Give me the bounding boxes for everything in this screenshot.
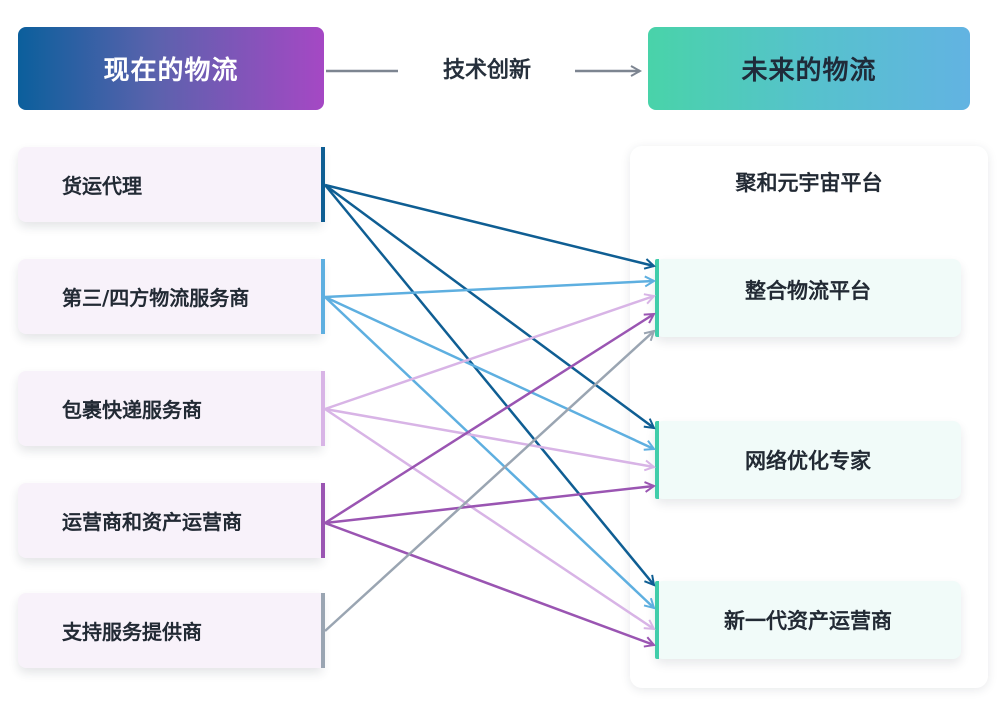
connection-arrow-s0-t2: [324, 184, 654, 585]
connection-arrow-s0-t0: [324, 183, 654, 266]
source-label: 包裹快递服务商: [62, 398, 202, 422]
source-accent-bar: [321, 259, 325, 334]
source-label: 运营商和资产运营商: [62, 510, 242, 534]
connection-arrow-s4-t0: [324, 331, 654, 632]
connection-arrow-s3-t2: [324, 521, 654, 645]
future-logistics-title: 未来的物流: [741, 56, 877, 86]
target-label: 整合物流平台: [745, 279, 871, 303]
target-accent-bar: [655, 421, 659, 499]
source-box-3pl-4pl[interactable]: 第三/四方物流服务商: [18, 259, 325, 334]
connection-arrow-s1-t1: [324, 295, 654, 449]
current-logistics-header: 现在的物流: [18, 27, 324, 110]
target-box-network-optimization[interactable]: 网络优化专家: [655, 421, 961, 499]
connection-arrow-s3-t1: [324, 486, 654, 525]
connection-arrow-s0-t1: [324, 183, 654, 428]
target-label: 网络优化专家: [745, 449, 871, 473]
source-accent-bar: [321, 483, 325, 558]
connection-arrow-s2-t1: [324, 407, 654, 467]
target-accent-bar: [655, 259, 659, 337]
source-label: 支持服务提供商: [62, 620, 202, 644]
connection-arrow-s2-t2: [324, 407, 654, 629]
connection-arrow-s3-t0: [324, 314, 654, 525]
source-accent-bar: [321, 371, 325, 446]
source-label: 第三/四方物流服务商: [62, 286, 250, 310]
connection-arrow-s1-t2: [324, 296, 654, 608]
current-logistics-title: 现在的物流: [103, 56, 239, 86]
future-logistics-header: 未来的物流: [648, 27, 970, 110]
target-box-next-gen-asset-operator[interactable]: 新一代资产运营商: [655, 581, 961, 659]
connection-arrow-s2-t0: [324, 296, 654, 411]
target-accent-bar: [655, 581, 659, 659]
source-label: 货运代理: [62, 174, 142, 198]
source-box-parcel-express[interactable]: 包裹快递服务商: [18, 371, 325, 446]
source-accent-bar: [321, 147, 325, 222]
platform-title: 聚和元宇宙平台: [735, 171, 883, 195]
target-box-integrated-platform[interactable]: 整合物流平台: [655, 259, 961, 337]
source-box-support-services[interactable]: 支持服务提供商: [18, 593, 325, 668]
innovation-label: 技术创新: [442, 58, 531, 83]
source-accent-bar: [321, 593, 325, 668]
source-box-freight-forwarder[interactable]: 货运代理: [18, 147, 325, 222]
target-label: 新一代资产运营商: [724, 609, 892, 633]
source-box-carriers-asset-operators[interactable]: 运营商和资产运营商: [18, 483, 325, 558]
connection-arrow-s1-t0: [324, 281, 654, 299]
